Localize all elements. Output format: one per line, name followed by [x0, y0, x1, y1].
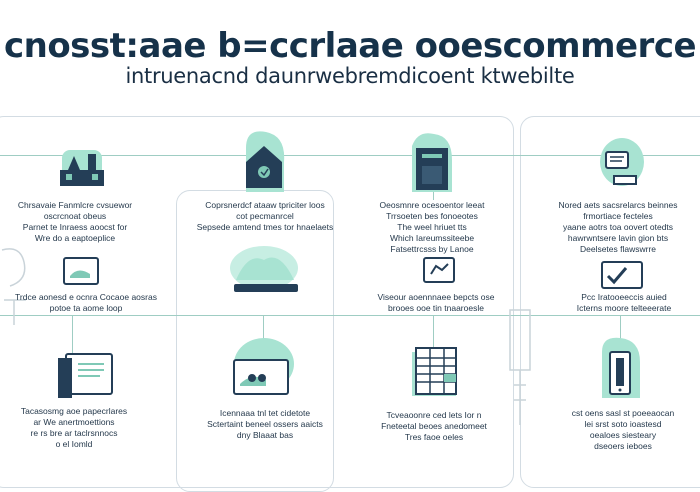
storage-box-icon — [412, 133, 452, 192]
page-title: cnosst:aae b=ccrlaae ooescommerce — [3, 26, 697, 66]
step-text-c2r1: Coprsnerdcf ataaw tpriciter loos cot pec… — [196, 200, 334, 232]
step-text-c4r2: Pcc Iratooeeccis auied Icterns moore tel… — [576, 292, 672, 313]
step-text-c3r2: Viseour aoennnaee bepcts ose brooes ooe … — [377, 292, 495, 313]
step-text-c1r1: Chrsavaie Fanmlcre cvsuewor oscrcnoat ob… — [17, 200, 133, 243]
document-screen-icon — [58, 353, 113, 398]
monitor-icon — [63, 257, 99, 285]
connector-line-vertical-1 — [72, 315, 73, 375]
warehouse-icon — [60, 150, 104, 186]
step-text-c1r3: Tacasosmg aoe papecrlares ar We anertmoe… — [20, 406, 128, 449]
step-text-c3r1: Oeosmnre ocesoentor leeat Trrsoeten bes … — [379, 200, 485, 254]
page-subtitle: intruenacnd daunrwebremdicoent ktwebilte — [125, 64, 575, 88]
laptop-icon — [600, 138, 644, 186]
house-icon — [246, 131, 285, 192]
image-frame-icon — [423, 257, 455, 283]
phone-device-icon — [602, 337, 640, 398]
connector-line-vertical-3 — [433, 315, 434, 375]
right-doodle-icon — [509, 309, 531, 425]
step-text-c3r3: Tcveaoonre ced lets Ior n Fneteetal beoe… — [381, 410, 487, 442]
connector-line-top — [0, 155, 700, 156]
spreadsheet-icon — [412, 347, 457, 396]
step-text-c4r1: Nored aets sacsrelarcs beinnes frmortiac… — [558, 200, 678, 254]
connector-line-middle — [0, 315, 700, 316]
left-doodle-icon — [1, 248, 26, 325]
step-text-c1r2: Trdce aonesd e ocnra Cocaoe aosras potoe… — [15, 292, 157, 313]
cloud-platform-icon — [230, 246, 298, 292]
step-text-c2r3: Icennaaa tnl tet cidetote Sctertaint ben… — [207, 408, 323, 440]
checkmark-screen-icon — [601, 261, 643, 289]
step-text-c4r3: cst oens sasl st poeeaocan lei srst soto… — [571, 408, 675, 451]
delivery-truck-icon — [233, 338, 294, 395]
